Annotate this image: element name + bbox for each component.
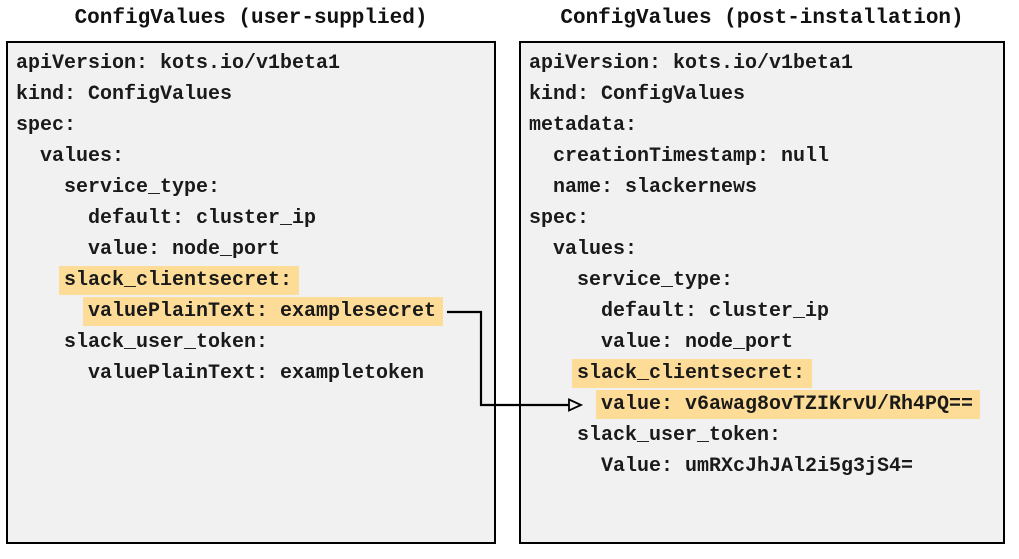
code-line-text: spec: bbox=[16, 114, 77, 137]
code-line: valuePlainText: exampletoken bbox=[16, 358, 494, 389]
code-line-text: slack_clientsecret: bbox=[59, 266, 300, 295]
code-line: value: node_port bbox=[529, 327, 1003, 358]
code-line: Value: umRXcJhJAl2i5g3jS4= bbox=[529, 451, 1003, 482]
code-line-text: values: bbox=[40, 145, 125, 168]
code-line-text: kind: ConfigValues bbox=[16, 83, 233, 106]
code-line: name: slackernews bbox=[529, 172, 1003, 203]
config-box-user-supplied: apiVersion: kots.io/v1beta1 kind: ConfigV… bbox=[6, 41, 496, 544]
code-line: creationTimestamp: null bbox=[529, 141, 1003, 172]
code-line: slack_clientsecret: bbox=[529, 358, 1003, 389]
code-line-text: slack_user_token: bbox=[64, 331, 269, 354]
panel-title-post-installation: ConfigValues (post-installation) bbox=[560, 7, 964, 30]
code-line-text: name: slackernews bbox=[553, 176, 758, 199]
code-line-text: metadata: bbox=[529, 114, 638, 137]
code-line: spec: bbox=[16, 110, 494, 141]
code-line-text: value: v6awag8ovTZIKrvU/Rh4PQ== bbox=[596, 390, 981, 419]
code-line: slack_clientsecret: bbox=[16, 265, 494, 296]
code-line: valuePlainText: examplesecret bbox=[16, 296, 494, 327]
code-line: default: cluster_ip bbox=[16, 203, 494, 234]
code-line: kind: ConfigValues bbox=[529, 79, 1003, 110]
panel-title-user-supplied: ConfigValues (user-supplied) bbox=[74, 7, 428, 30]
code-line: apiVersion: kots.io/v1beta1 bbox=[16, 48, 494, 79]
code-line-text: valuePlainText: exampletoken bbox=[88, 362, 425, 385]
code-line: spec: bbox=[529, 203, 1003, 234]
code-line-text: slack_clientsecret: bbox=[572, 359, 813, 388]
code-line-text: values: bbox=[553, 238, 638, 261]
code-line-text: default: cluster_ip bbox=[88, 207, 317, 230]
code-line: kind: ConfigValues bbox=[16, 79, 494, 110]
code-line: service_type: bbox=[16, 172, 494, 203]
code-line-text: Value: umRXcJhJAl2i5g3jS4= bbox=[601, 455, 914, 478]
code-line-text: value: node_port bbox=[601, 331, 794, 354]
code-line: default: cluster_ip bbox=[529, 296, 1003, 327]
code-line-text: slack_user_token: bbox=[577, 424, 782, 447]
code-line: value: v6awag8ovTZIKrvU/Rh4PQ== bbox=[529, 389, 1003, 420]
code-line-text: valuePlainText: examplesecret bbox=[83, 297, 444, 326]
code-line: apiVersion: kots.io/v1beta1 bbox=[529, 48, 1003, 79]
code-line-text: kind: ConfigValues bbox=[529, 83, 746, 106]
code-line: service_type: bbox=[529, 265, 1003, 296]
code-line-text: spec: bbox=[529, 207, 590, 230]
code-line: slack_user_token: bbox=[529, 420, 1003, 451]
code-line-text: apiVersion: kots.io/v1beta1 bbox=[16, 52, 341, 75]
code-line: metadata: bbox=[529, 110, 1003, 141]
code-line-text: service_type: bbox=[577, 269, 734, 292]
code-line-text: apiVersion: kots.io/v1beta1 bbox=[529, 52, 854, 75]
code-line: values: bbox=[16, 141, 494, 172]
code-line-text: service_type: bbox=[64, 176, 221, 199]
config-box-post-installation: apiVersion: kots.io/v1beta1 kind: ConfigV… bbox=[519, 41, 1005, 544]
code-line: values: bbox=[529, 234, 1003, 265]
code-line: slack_user_token: bbox=[16, 327, 494, 358]
code-line-text: value: node_port bbox=[88, 238, 281, 261]
code-line-text: default: cluster_ip bbox=[601, 300, 830, 323]
code-line-text: creationTimestamp: null bbox=[553, 145, 830, 168]
code-line: value: node_port bbox=[16, 234, 494, 265]
